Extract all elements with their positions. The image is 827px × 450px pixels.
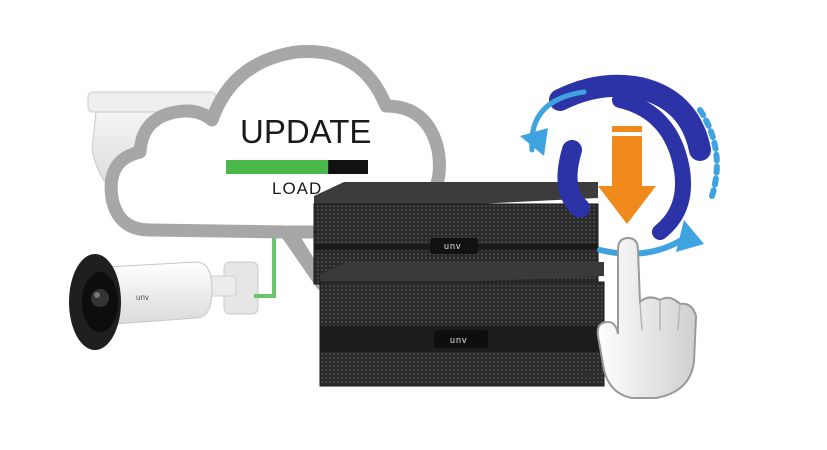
download-arrow-icon xyxy=(598,126,656,224)
nvr-top-brand: unv xyxy=(444,241,462,251)
update-progress-bar xyxy=(226,160,368,174)
nvr-bottom-brand: unv xyxy=(450,335,468,345)
bullet-camera-icon: unv xyxy=(69,254,259,350)
bullet-camera-brand: unv xyxy=(136,293,149,302)
pointing-hand-icon xyxy=(596,236,698,399)
nvr-icon: unv xyxy=(319,262,605,387)
sync-icon xyxy=(520,74,720,257)
update-title: UPDATE xyxy=(240,113,371,150)
